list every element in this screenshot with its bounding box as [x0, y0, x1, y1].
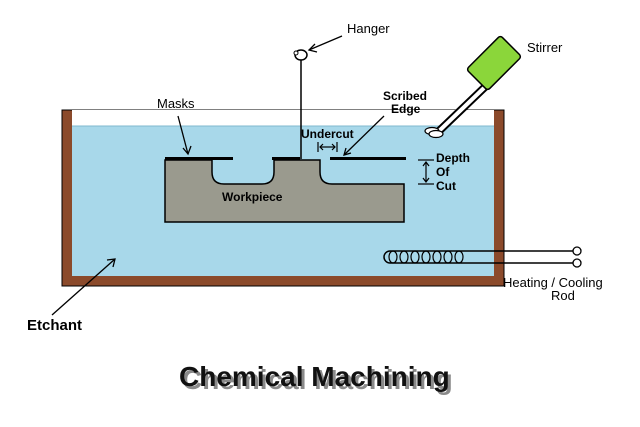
label-cut: Cut — [436, 179, 456, 193]
depth-of-cut-dimension — [418, 159, 434, 185]
label-of: Of — [436, 165, 450, 179]
hanger-hook-icon — [293, 49, 308, 61]
label-rod: Rod — [551, 288, 575, 303]
stirrer-paddle-icon — [424, 126, 444, 139]
label-undercut: Undercut — [301, 127, 354, 141]
tank-headspace — [72, 110, 494, 126]
label-edge: Edge — [391, 102, 421, 116]
label-etchant: Etchant — [27, 317, 82, 334]
diagram-title-shadow: Chemical Machining — [182, 364, 453, 395]
label-masks: Masks — [157, 96, 195, 111]
label-hanger: Hanger — [347, 21, 390, 36]
diagram-title: Chemical Machining — [179, 361, 450, 392]
label-stirrer: Stirrer — [527, 40, 563, 55]
label-depth: Depth — [436, 151, 470, 165]
heating-cooling-rod — [383, 246, 582, 268]
undercut-dimension — [317, 142, 338, 152]
workpiece — [164, 159, 405, 223]
stirrer — [424, 35, 522, 139]
label-scribed: Scribed — [383, 89, 427, 103]
label-heating-cooling: Heating / Cooling — [503, 275, 603, 290]
leader-arrows — [51, 35, 385, 316]
label-workpiece: Workpiece — [222, 190, 283, 204]
